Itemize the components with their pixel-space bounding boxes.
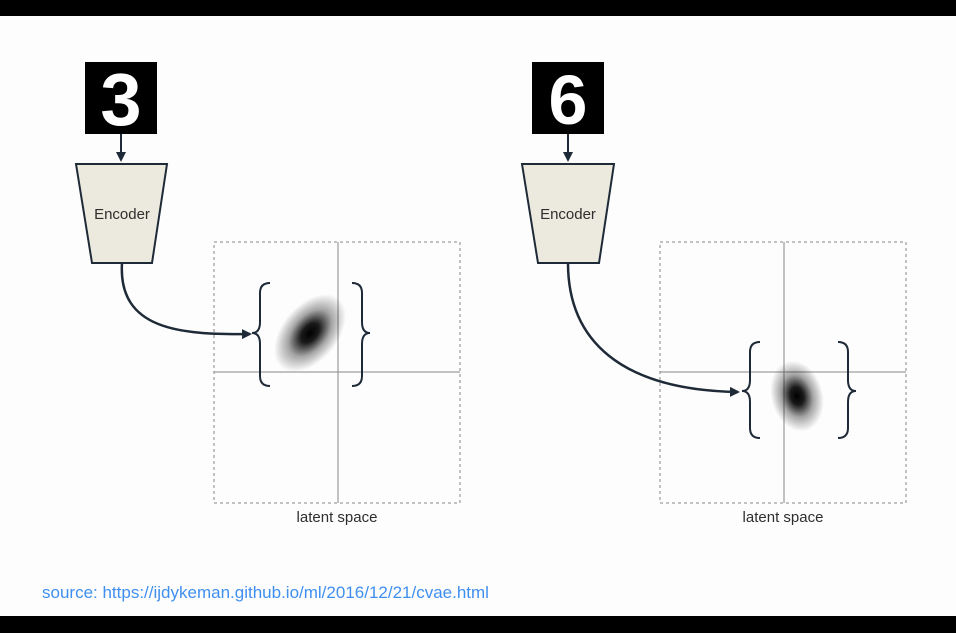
encoding-arrow xyxy=(566,262,740,397)
left-brace xyxy=(741,341,761,439)
source-link[interactable]: source: https://ijdykeman.github.io/ml/2… xyxy=(42,583,489,602)
digit-image-3: 3 xyxy=(85,58,157,141)
encoding-arrow xyxy=(120,262,252,340)
diagram-right: 6 Encoder latent space xyxy=(520,61,907,526)
digit-6: 6 xyxy=(549,61,588,139)
encoder-block: Encoder xyxy=(74,163,169,264)
latent-space-plot xyxy=(213,241,461,504)
latent-distribution-blob xyxy=(770,360,824,432)
latent-space-caption: latent space xyxy=(743,509,824,526)
encoder-label: Encoder xyxy=(94,206,150,223)
latent-space-plot xyxy=(659,241,907,504)
encoder-block: Encoder xyxy=(520,163,616,264)
encoder-label: Encoder xyxy=(540,206,596,223)
latent-distribution-blob xyxy=(273,294,347,372)
diagram-left: 3 Encoder latent space xyxy=(74,58,461,526)
digit-3: 3 xyxy=(100,58,141,141)
right-brace xyxy=(351,282,371,387)
latent-space-caption: latent space xyxy=(297,509,378,526)
digit-image-6: 6 xyxy=(532,61,604,139)
left-brace xyxy=(251,282,271,387)
slide-background xyxy=(0,16,956,616)
right-brace xyxy=(837,341,857,439)
